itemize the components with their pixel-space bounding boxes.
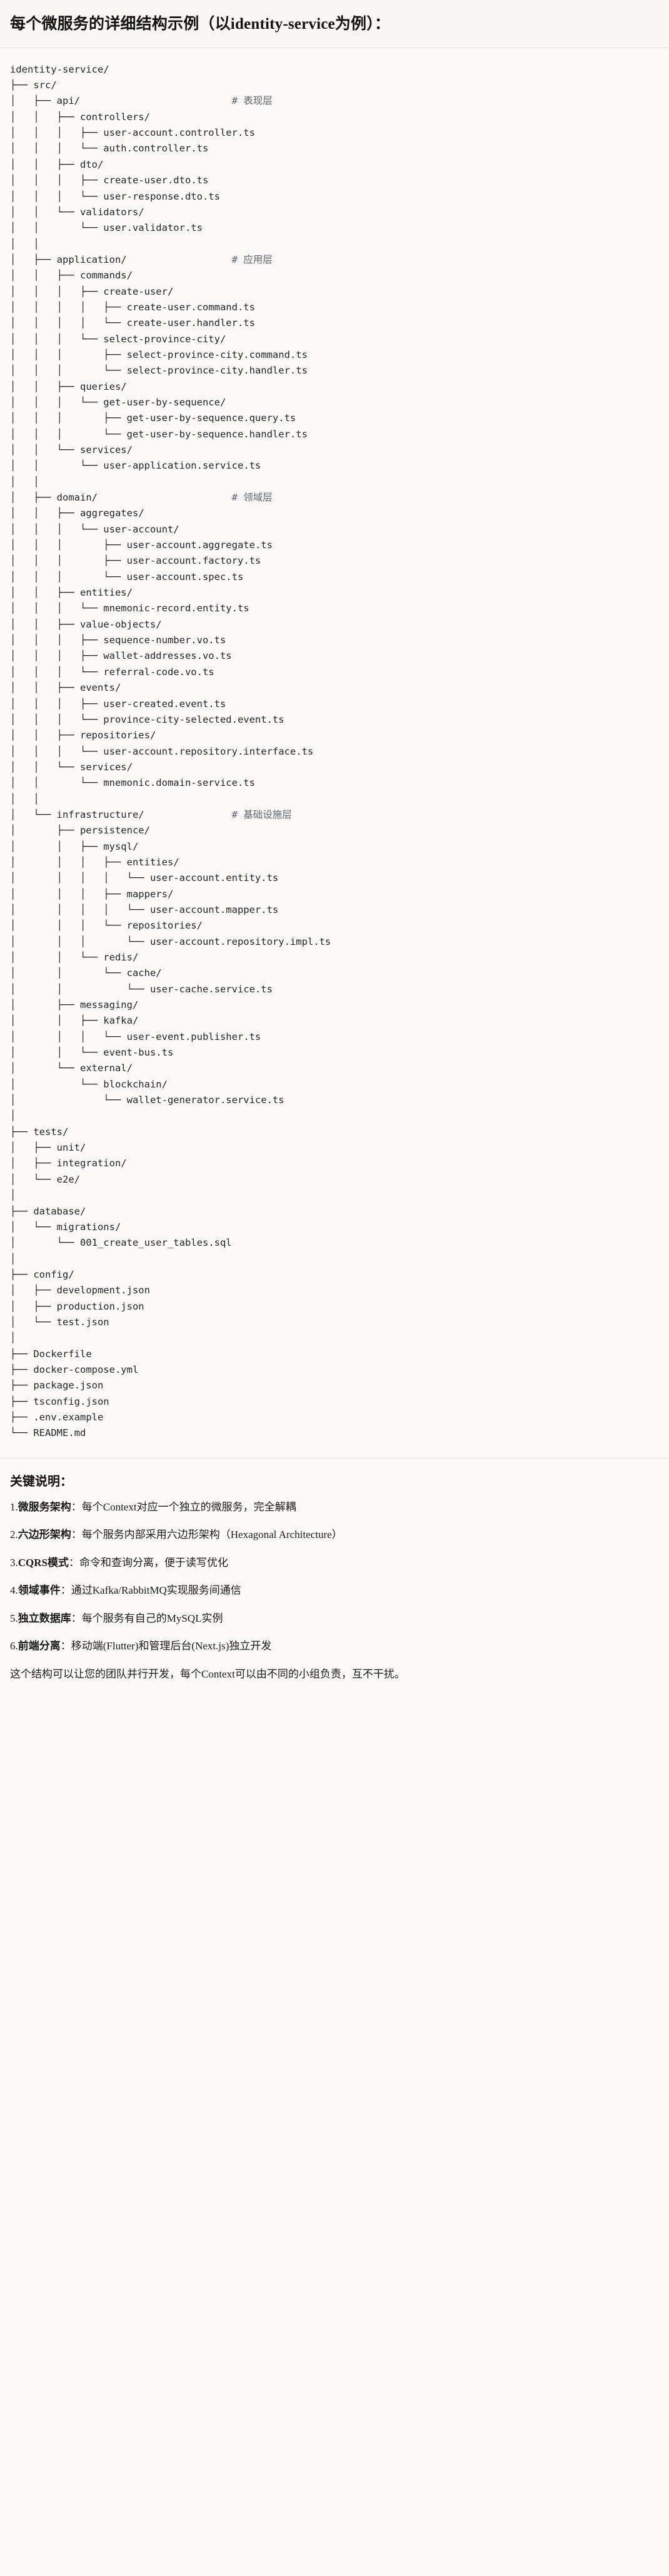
tree-layer-comment: # 基础设施层 [231,808,292,820]
note-description: 命令和查询分离，便于读写优化 [79,1556,228,1569]
note-separator: ： [71,1612,82,1624]
note-item: 4.领域事件：通过Kafka/RabbitMQ实现服务间通信 [10,1582,659,1599]
note-index: 4. [10,1584,18,1597]
note-separator: ： [60,1640,71,1652]
note-term: 前端分离 [18,1640,61,1652]
directory-tree: identity-service/ ├── src/ │ ├── api/ # … [10,63,331,1439]
directory-tree-block: identity-service/ ├── src/ │ ├── api/ # … [0,48,669,1459]
note-separator: ： [68,1556,79,1569]
note-index: 2. [10,1529,18,1541]
note-separator: ： [71,1500,82,1513]
note-index: 5. [10,1612,18,1624]
note-separator: ： [60,1584,71,1597]
note-term: 领域事件 [18,1584,61,1597]
note-item: 3.CQRS模式：命令和查询分离，便于读写优化 [10,1555,659,1571]
note-item: 2.六边形架构：每个服务内部采用六边形架构（Hexagonal Architec… [10,1527,659,1543]
note-item: 1.微服务架构：每个Context对应一个独立的微服务，完全解耦 [10,1499,659,1515]
note-term: 微服务架构 [18,1500,71,1513]
note-description: 每个服务有自己的MySQL实例 [81,1612,223,1624]
note-term: 六边形架构 [18,1529,71,1541]
note-item: 5.独立数据库：每个服务有自己的MySQL实例 [10,1611,659,1627]
closing-paragraph: 这个结构可以让您的团队并行开发，每个Context可以由不同的小组负责，互不干扰… [10,1667,405,1680]
tree-layer-comment: # 领域层 [231,492,273,504]
note-description: 移动端(Flutter)和管理后台(Next.js)独立开发 [71,1640,272,1652]
page-title: 每个微服务的详细结构示例（以identity-service为例）： [10,16,391,33]
note-separator: ： [71,1529,82,1541]
note-item: 6.前端分离：移动端(Flutter)和管理后台(Next.js)独立开发 [10,1638,659,1654]
key-notes-section: 关键说明： 1.微服务架构：每个Context对应一个独立的微服务，完全解耦 2… [0,1458,669,1693]
note-term: CQRS模式 [18,1556,69,1569]
note-index: 3. [10,1556,18,1569]
note-index: 6. [10,1640,18,1652]
document-header: 每个微服务的详细结构示例（以identity-service为例）： [0,0,669,48]
tree-layer-comment: # 应用层 [231,253,273,265]
key-notes-title: 关键说明： [10,1474,73,1489]
note-description: 通过Kafka/RabbitMQ实现服务间通信 [71,1584,241,1597]
document-page: 每个微服务的详细结构示例（以identity-service为例）： ident… [0,0,669,1693]
note-description: 每个服务内部采用六边形架构（Hexagonal Architecture） [81,1529,343,1541]
note-term: 独立数据库 [18,1612,71,1624]
tree-layer-comment: # 表现层 [231,95,273,107]
note-description: 每个Context对应一个独立的微服务，完全解耦 [81,1500,296,1513]
note-index: 1. [10,1500,18,1513]
